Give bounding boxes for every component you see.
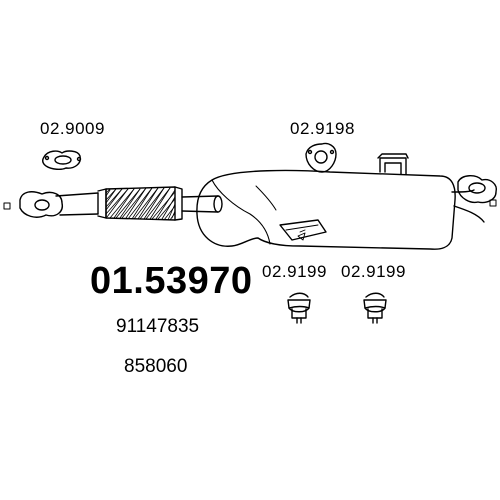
label-gasket-front: 02.9009 bbox=[40, 119, 105, 138]
label-gasket-rear: 02.9198 bbox=[290, 119, 355, 138]
label-hanger-right: 02.9199 bbox=[341, 262, 406, 281]
mid-pipe bbox=[181, 195, 223, 213]
rear-flange bbox=[457, 175, 497, 204]
front-pipe bbox=[55, 188, 107, 219]
part-number: 01.53970 bbox=[90, 260, 253, 302]
rubber-hanger-right bbox=[363, 292, 387, 324]
front-flange bbox=[19, 191, 63, 218]
gasket-rear bbox=[305, 142, 337, 173]
tail-pipe bbox=[451, 189, 485, 223]
rubber-hanger-left bbox=[287, 292, 311, 324]
right-end-marker bbox=[489, 199, 497, 207]
muffler-bracket bbox=[279, 219, 327, 241]
oem-number-2: 858060 bbox=[124, 356, 188, 377]
muffler-body bbox=[196, 169, 456, 250]
label-hanger-left: 02.9199 bbox=[262, 262, 327, 281]
gasket-front bbox=[41, 150, 82, 171]
left-end-marker bbox=[3, 202, 11, 210]
muffler-vent-tube bbox=[377, 153, 409, 175]
flex-pipe bbox=[105, 186, 183, 221]
oem-number-1: 91147835 bbox=[116, 316, 200, 337]
